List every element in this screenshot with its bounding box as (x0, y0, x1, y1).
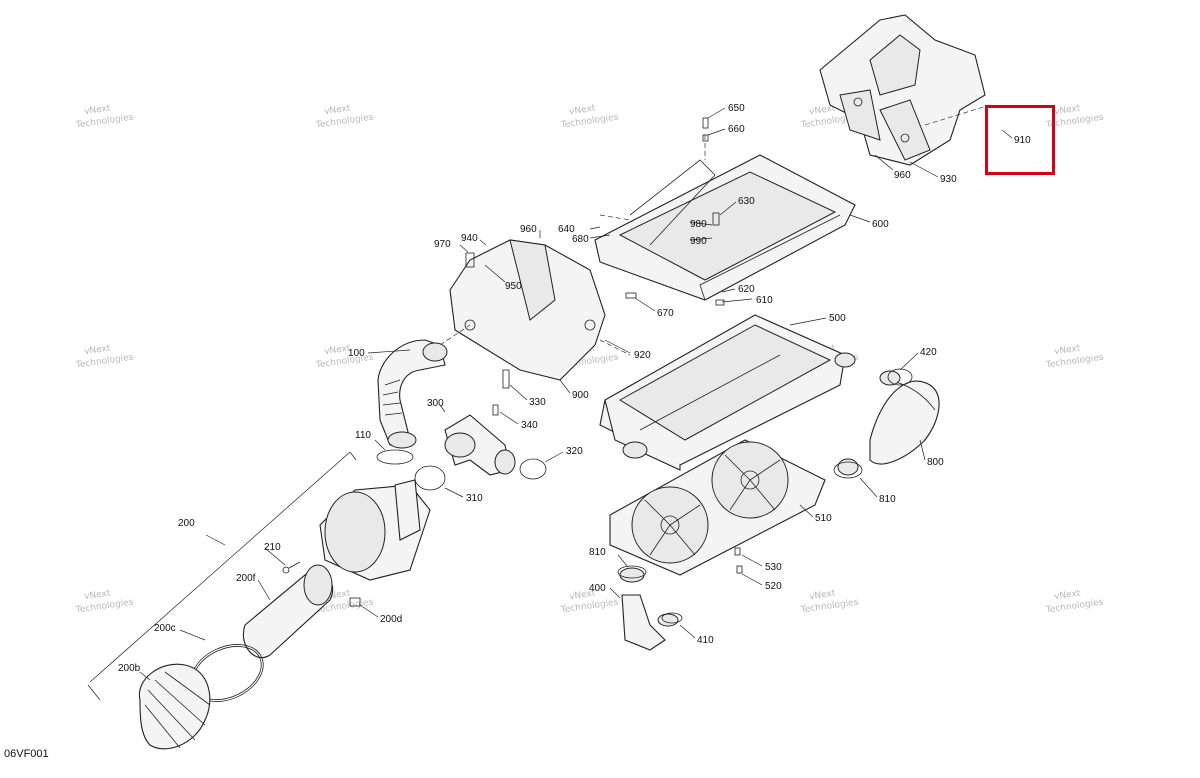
watermark-line2: Technologies (314, 352, 374, 370)
mounting-bracket-910 (819, 14, 991, 166)
watermark-line1: vNext (324, 104, 352, 118)
label-620: 620 (738, 284, 755, 295)
watermark-line1: vNext (809, 589, 837, 603)
watermark-line2: Technologies (74, 352, 134, 370)
label-640: 640 (558, 224, 575, 235)
watermark-line2: Technologies (314, 112, 374, 130)
radiator-500 (599, 314, 856, 471)
watermark-line1: vNext (324, 344, 352, 358)
air-filter-assembly-200 (87, 451, 431, 750)
label-420: 420 (920, 347, 937, 358)
label-610: 610 (756, 295, 773, 306)
watermark-line1: vNext (569, 589, 597, 603)
label-660: 660 (728, 124, 745, 135)
fan-shroud-510 (609, 439, 826, 576)
hose-400 (619, 567, 679, 651)
leader-lines (139, 107, 1013, 681)
label-930: 930 (940, 174, 957, 185)
label-970: 970 (434, 239, 451, 250)
label-960-b: 960 (520, 224, 537, 235)
label-200: 200 (178, 518, 195, 529)
label-980: 980 (690, 219, 707, 230)
label-320: 320 (566, 446, 583, 457)
label-200f: 200f (236, 573, 256, 584)
watermark-line1: vNext (1054, 104, 1082, 118)
label-340: 340 (521, 420, 538, 431)
label-110: 110 (355, 430, 371, 441)
intake-tube-100 (377, 339, 448, 449)
label-650: 650 (728, 103, 745, 114)
label-810-a: 810 (879, 494, 896, 505)
label-510: 510 (815, 513, 832, 524)
tube-300 (444, 414, 516, 476)
watermark-line1: vNext (1054, 589, 1082, 603)
label-800: 800 (927, 457, 944, 468)
label-940: 940 (461, 233, 478, 244)
watermark-line1: vNext (84, 344, 112, 358)
label-400: 400 (589, 583, 606, 594)
label-100: 100 (348, 348, 365, 359)
watermark-line2: Technologies (559, 112, 619, 130)
label-210: 210 (264, 542, 281, 553)
highlight-box-910 (985, 105, 1055, 175)
label-810-b: 810 (589, 547, 606, 558)
label-600: 600 (872, 219, 889, 230)
watermark-line2: Technologies (74, 112, 134, 130)
label-410: 410 (697, 635, 714, 646)
label-910: 910 (1014, 135, 1031, 146)
label-950: 950 (505, 281, 522, 292)
watermark-line2: Technologies (74, 597, 134, 615)
label-310: 310 (466, 493, 483, 504)
label-630: 630 (738, 196, 755, 207)
watermark-line2: Technologies (1044, 597, 1104, 615)
hardware (349, 117, 743, 607)
watermark-line2: Technologies (559, 597, 619, 615)
watermark-line1: vNext (1054, 344, 1082, 358)
label-680: 680 (572, 234, 589, 245)
label-330: 330 (529, 397, 546, 408)
label-990: 990 (690, 236, 707, 247)
watermark-line2: Technologies (799, 597, 859, 615)
watermark-line2: Technologies (1044, 352, 1104, 370)
label-520: 520 (765, 581, 782, 592)
label-920: 920 (634, 350, 651, 361)
label-200c: 200c (154, 623, 176, 634)
label-200d: 200d (380, 614, 402, 625)
watermark-line1: vNext (809, 104, 837, 118)
label-900: 900 (572, 390, 589, 401)
label-200b: 200b (118, 663, 141, 674)
label-530: 530 (765, 562, 782, 573)
clamps (376, 368, 913, 624)
label-500: 500 (829, 313, 846, 324)
label-960: 960 (894, 170, 911, 181)
watermark-line1: vNext (569, 104, 597, 118)
hose-800 (837, 370, 940, 476)
heat-shield-900 (439, 239, 631, 381)
callout-labels: 650 660 910 960 930 630 640 680 980 990 … (118, 103, 1031, 674)
frame-600 (594, 135, 856, 301)
diagram-code: 06VF001 (4, 748, 49, 760)
label-300: 300 (427, 398, 444, 409)
label-670: 670 (657, 308, 674, 319)
watermark-line1: vNext (84, 589, 112, 603)
watermark-line1: vNext (84, 104, 112, 118)
